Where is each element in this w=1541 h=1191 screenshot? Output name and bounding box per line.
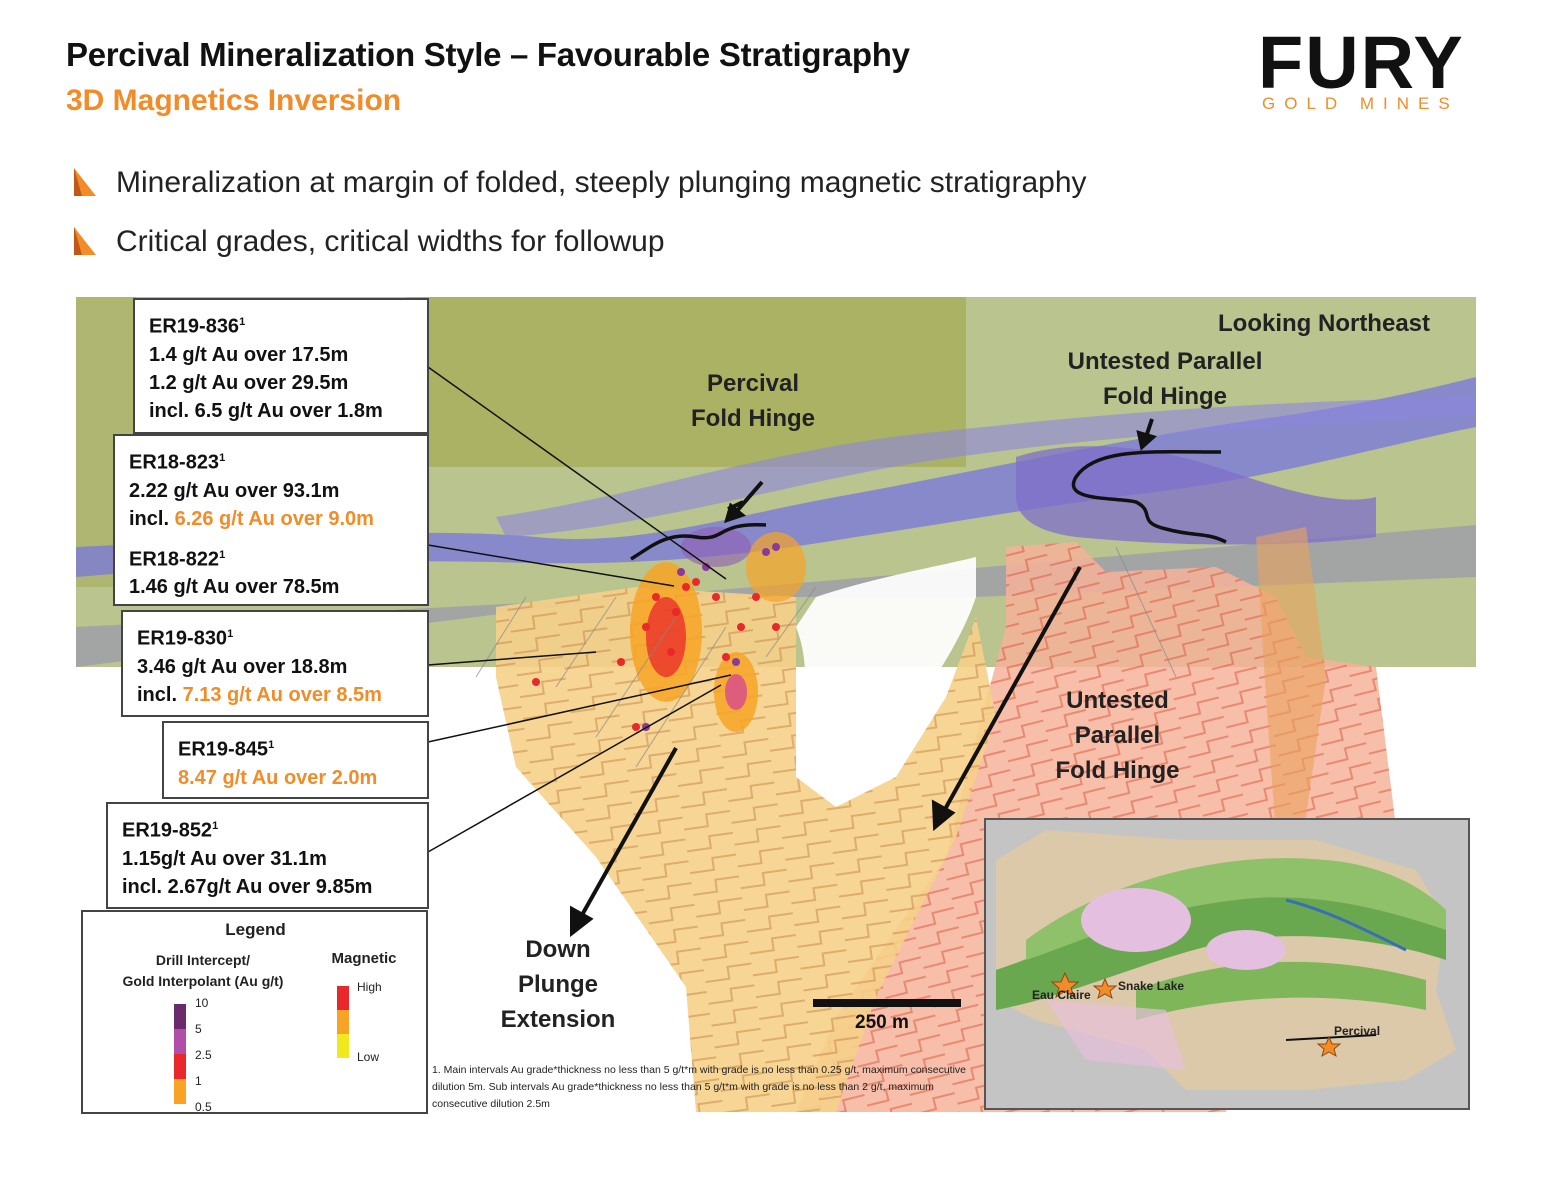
legend-gold-title: Drill Intercept/Gold Interpolant (Au g/t… <box>122 952 284 989</box>
untested-fold-hinge-line <box>1071 449 1227 544</box>
scale-bar <box>813 999 961 1007</box>
view-direction-label: Looking Northeast <box>1218 310 1431 337</box>
bullet-text: Mineralization at margin of folded, stee… <box>116 166 1087 199</box>
scale-bar-label: 250 m <box>855 1012 909 1033</box>
magnetic-color-ramp <box>337 986 349 1058</box>
fury-logo-subtitle: GOLD MINES <box>1262 94 1459 113</box>
bullet-item: Mineralization at margin of folded, stee… <box>72 166 1087 200</box>
percival-fold-hinge-line <box>630 522 767 561</box>
bullet-item: Critical grades, critical widths for fol… <box>72 225 665 259</box>
bullet-text: Critical grades, critical widths for fol… <box>116 225 665 258</box>
legend-magnetic-title: Magnetic <box>331 950 397 967</box>
triangle-bullet-icon <box>74 168 96 196</box>
page-title: Percival Mineralization Style – Favourab… <box>66 36 910 73</box>
callout-er19-852: ER19-8521 1.15g/t Au over 31.1m incl. 2.… <box>106 802 429 909</box>
inset-label-snake-lake: Snake Lake <box>1118 979 1185 993</box>
footnote: 1. Main intervals Au grade*thickness no … <box>432 1064 967 1110</box>
callout-er19-845: ER19-8451 8.47 g/t Au over 2.0m <box>162 721 429 799</box>
callout-er19-836: ER19-8361 1.4 g/t Au over 17.5m 1.2 g/t … <box>133 298 429 434</box>
page-subtitle: 3D Magnetics Inversion <box>66 84 402 117</box>
gold-color-ramp <box>174 1004 186 1104</box>
legend-title: Legend <box>225 920 286 939</box>
legend: Legend Drill Intercept/Gold Interpolant … <box>81 910 428 1114</box>
callout-er18-823-822: ER18-8231 2.22 g/t Au over 93.1m incl. 6… <box>113 434 429 606</box>
triangle-bullet-icon <box>74 227 96 255</box>
fury-logo: FURY <box>1258 21 1465 104</box>
inset-geology-map: Eau Claire Snake Lake Percival <box>984 818 1470 1110</box>
inset-label-eau-claire: Eau Claire <box>1032 988 1091 1002</box>
inset-label-percival: Percival <box>1334 1024 1381 1038</box>
callout-er19-830: ER19-8301 3.46 g/t Au over 18.8m incl. 7… <box>121 610 429 717</box>
olive-body <box>406 297 966 467</box>
drill-intercepts <box>532 578 780 731</box>
